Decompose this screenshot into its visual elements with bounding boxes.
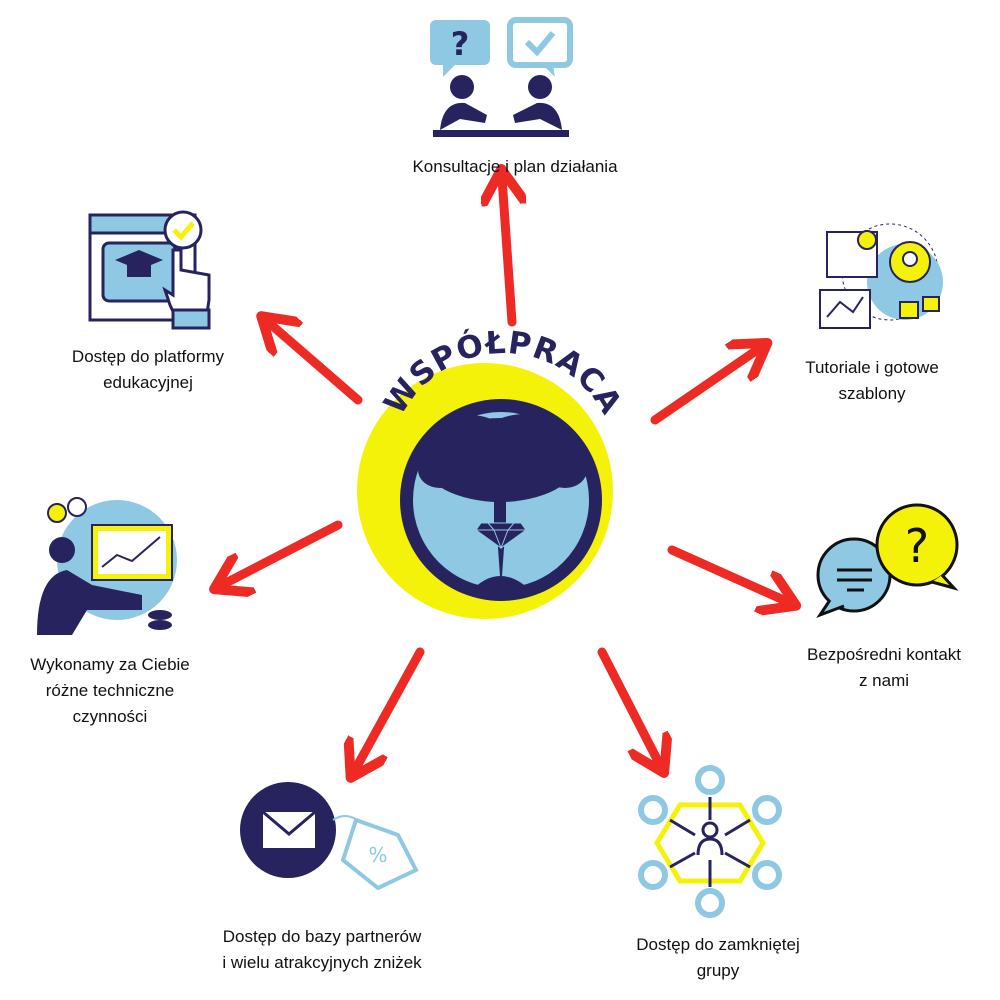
diamond-icon [475,522,527,550]
svg-text:%: % [368,843,387,867]
arrow-top [502,178,512,327]
label-line: Wykonamy za Ciebie [30,655,190,674]
label-direct-contact: Bezpośredni kontakt z nami [807,642,961,694]
label-tutorials: Tutoriale i gotowe szablony [805,355,939,407]
label-line: grupy [696,961,740,980]
label-line: Dostęp do platformy [71,347,225,366]
label-technical-work: Wykonamy za Ciebie różne techniczne czyn… [30,652,190,730]
chat-question-icon: ? [816,503,959,619]
tutorials-icon [819,223,943,329]
label-partners: Dostęp do bazy partnerów i wielu atrakcy… [222,924,421,976]
label-line: Dostęp do bazy partnerów [222,927,422,946]
svg-text:?: ? [905,519,929,573]
label-line: edukacyjnej [103,373,193,392]
mail-discount-icon: % [240,782,419,890]
education-platform-icon [88,210,211,330]
label-line: Dostęp do zamkniętej [636,935,800,954]
arrow-upper-right [650,348,760,425]
label-consultation: Konsultacje i plan działania [412,154,617,180]
arrow-lower-right [597,647,660,765]
label-line: Bezpośredni kontakt [806,645,962,664]
label-line: różne techniczne [45,681,175,700]
label-line: szablony [838,384,906,403]
label-line: i wielu atrakcyjnych zniżek [222,953,422,972]
label-line: Konsultacje i plan działania [412,157,618,176]
label-line: Tutoriale i gotowe [805,358,939,377]
label-closed-group: Dostęp do zamkniętej grupy [636,932,799,984]
network-group-icon [638,765,782,918]
label-line: czynności [72,707,148,726]
technical-work-icon [37,497,177,635]
label-education-platform: Dostęp do platformy edukacyjnej [72,344,224,396]
consultation-icon: ? [430,17,573,137]
arrow-upper-left [268,322,363,405]
arrow-lower-left [355,647,425,770]
arrow-right [667,545,788,602]
arrow-left [222,520,343,585]
svg-text:?: ? [451,25,470,63]
label-line: z nami [858,671,910,690]
